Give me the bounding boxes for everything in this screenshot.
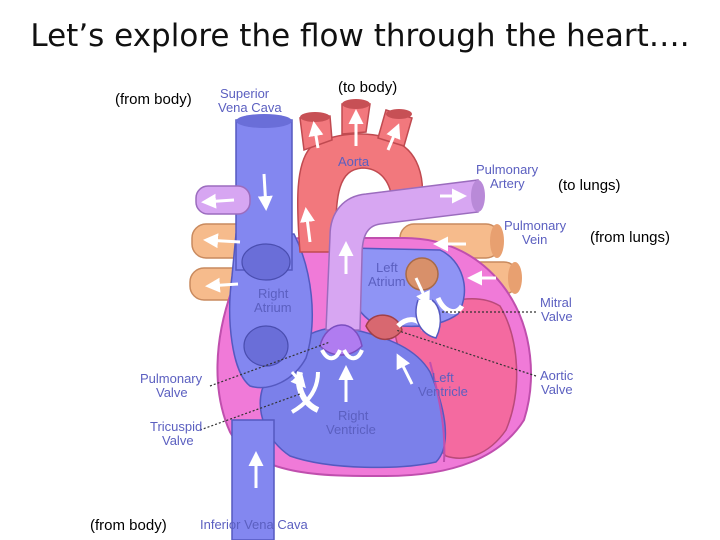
label-right-atrium-1: Right xyxy=(258,286,289,301)
label-right-atrium-2: Atrium xyxy=(254,300,292,315)
label-tricuspid-valve-2: Valve xyxy=(162,433,194,448)
label-left-ventricle-2: Ventricle xyxy=(418,384,468,399)
note-from-body-top: (from body) xyxy=(115,91,192,108)
note-from-lungs: (from lungs) xyxy=(590,229,670,246)
label-aortic-valve-1: Aortic xyxy=(540,368,574,383)
left-atrium xyxy=(347,247,466,328)
flow-notes: (from body) (to body) (to lungs) (from l… xyxy=(90,79,670,534)
label-superior-vena-cava-1: Superior xyxy=(220,86,270,101)
flow-arrows xyxy=(201,109,496,488)
label-pulmonary-vein-2: Vein xyxy=(522,232,547,247)
label-left-atrium-1: Left xyxy=(376,260,398,275)
label-tricuspid-valve-1: Tricuspid xyxy=(150,419,202,434)
label-pulmonary-artery-1: Pulmonary xyxy=(476,162,539,177)
note-from-body-bottom: (from body) xyxy=(90,517,167,534)
label-aorta: Aorta xyxy=(338,154,370,169)
mitral-valve-shape xyxy=(415,296,465,339)
label-pulmonary-valve-1: Pulmonary xyxy=(140,371,203,386)
label-right-ventricle-1: Right xyxy=(338,408,369,423)
label-pulmonary-valve-2: Valve xyxy=(156,385,188,400)
label-left-ventricle-1: Left xyxy=(432,370,454,385)
label-pulmonary-vein-1: Pulmonary xyxy=(504,218,567,233)
label-right-ventricle-2: Ventricle xyxy=(326,422,376,437)
label-left-atrium-2: Atrium xyxy=(368,274,406,289)
aortic-valve-shape xyxy=(365,314,427,340)
note-to-body: (to body) xyxy=(338,79,397,96)
page-title: Let’s explore the flow through the heart… xyxy=(30,18,690,54)
structure-labels: Superior Vena Cava Aorta Pulmonary Arter… xyxy=(140,86,574,532)
note-to-lungs: (to lungs) xyxy=(558,177,621,194)
label-superior-vena-cava-2: Vena Cava xyxy=(218,100,282,115)
label-mitral-valve-2: Valve xyxy=(541,309,573,324)
label-pulmonary-artery-2: Artery xyxy=(490,176,525,191)
label-aortic-valve-2: Valve xyxy=(541,382,573,397)
pulmonary-valve-shape xyxy=(319,324,364,361)
inferior-vena-cava xyxy=(231,419,275,540)
pointer-lines xyxy=(199,311,537,431)
label-inferior-vena-cava: Inferior Vena Cava xyxy=(200,517,308,532)
aorta xyxy=(296,133,424,253)
label-mitral-valve-1: Mitral xyxy=(540,295,572,310)
